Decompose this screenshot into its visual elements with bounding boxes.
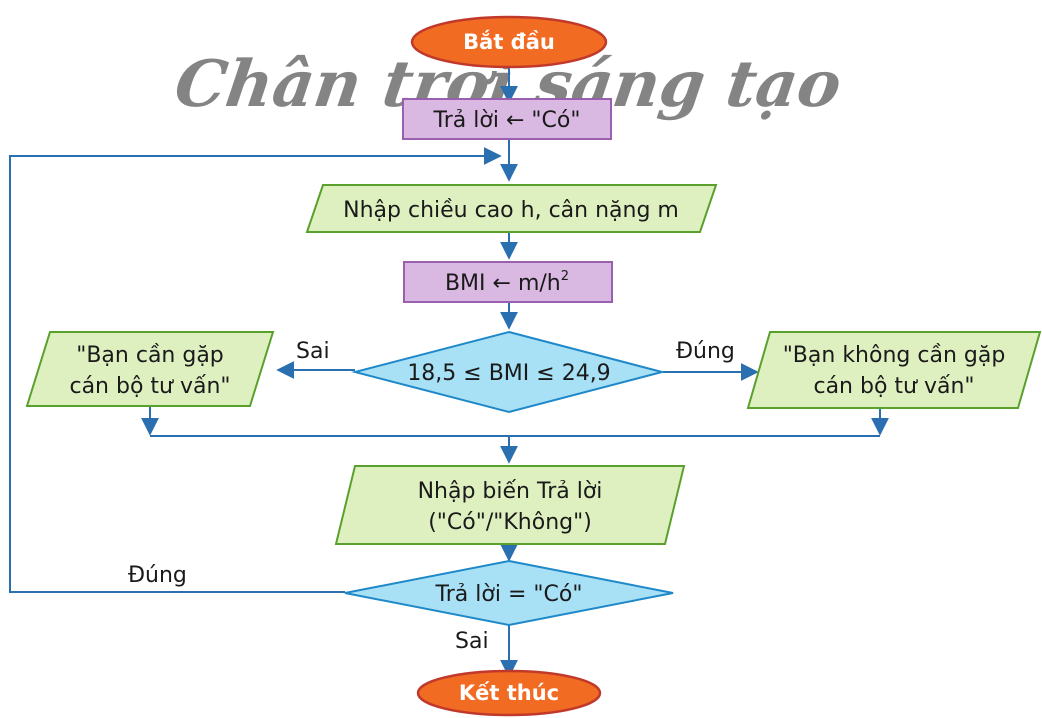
bmi-decision: 18,5 ≤ BMI ≤ 24,9 xyxy=(351,330,666,414)
bmi-decision-label: 18,5 ≤ BMI ≤ 24,9 xyxy=(407,361,610,386)
bmi-false-label: Sai xyxy=(296,339,330,364)
output-need-line1: "Bạn cần gặp xyxy=(76,343,224,368)
start-label: Bắt đầu xyxy=(463,29,555,54)
connectors xyxy=(9,66,889,678)
end-label: Kết thúc xyxy=(459,681,559,705)
input-answer-line1: Nhập biến Trả lời xyxy=(418,479,603,504)
loop-back-line xyxy=(9,147,502,593)
output-no-need-line1: "Bạn không cần gặp xyxy=(783,343,1006,368)
output-need-line2: cán bộ tư vấn" xyxy=(69,374,230,399)
answer-decision-label: Trả lời = "Có" xyxy=(435,582,583,607)
input-height-weight: Nhập chiều cao h, cân nặng m xyxy=(305,184,718,233)
input-answer-line2: ("Có"/"Không") xyxy=(428,510,592,535)
bmi-true-label: Đúng xyxy=(676,339,735,364)
input-height-weight-label: Nhập chiều cao h, cân nặng m xyxy=(343,198,679,223)
init-label: Trả lời ← "Có" xyxy=(433,108,581,133)
output-no-need-counselor: "Bạn không cần gặp cán bộ tư vấn" xyxy=(746,331,1042,409)
init-process: Trả lời ← "Có" xyxy=(402,98,612,140)
end-terminal: Kết thúc xyxy=(416,669,602,717)
input-answer: Nhập biến Trả lời ("Có"/"Không") xyxy=(334,465,686,545)
answer-decision: Trả lời = "Có" xyxy=(344,559,674,627)
output-no-need-line2: cán bộ tư vấn" xyxy=(813,374,974,399)
bmi-label: BMI ← m/h2 xyxy=(445,269,569,296)
bmi-exponent: 2 xyxy=(561,269,569,284)
start-terminal: Bắt đầu xyxy=(410,15,608,69)
exit-false-label: Sai xyxy=(455,629,489,654)
bmi-process: BMI ← m/h2 xyxy=(403,261,613,303)
output-need-counselor: "Bạn cần gặp cán bộ tư vấn" xyxy=(25,331,275,407)
loop-true-label: Đúng xyxy=(128,563,187,588)
